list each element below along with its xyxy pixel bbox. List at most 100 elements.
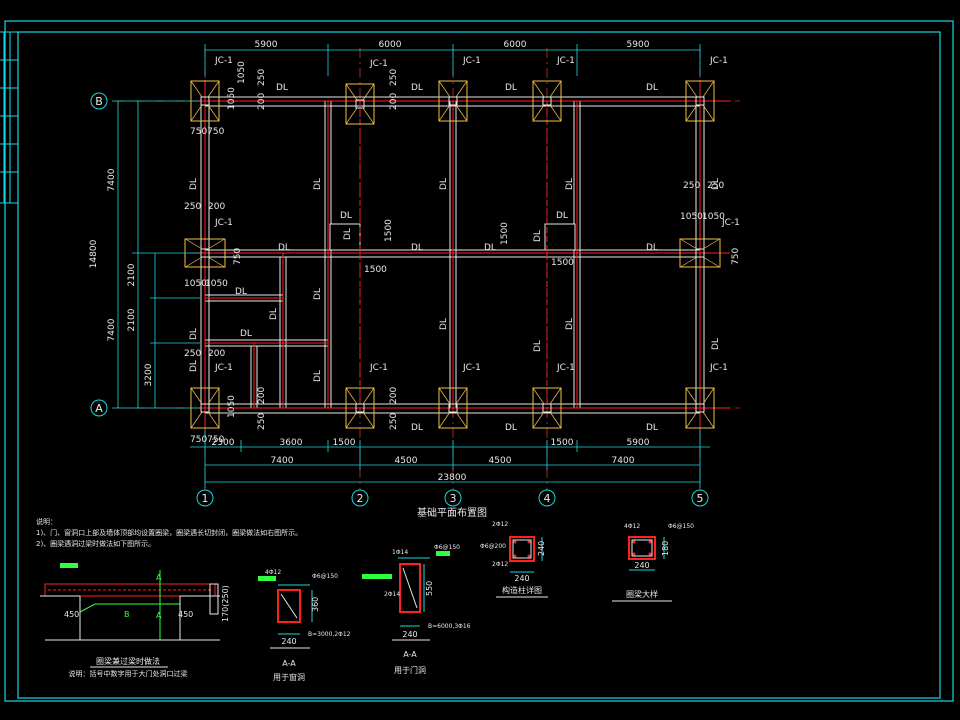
top-dim-4: 5900 <box>627 40 650 50</box>
dim-1050-g: 1050 <box>227 395 237 418</box>
lintel-mark-a2: A <box>156 611 162 620</box>
beam-label: DL <box>646 423 658 433</box>
left-title-strip <box>0 31 18 204</box>
left-dim-2: 7400 <box>107 318 117 341</box>
lintel-title: 圈梁兼过梁时做法 <box>96 656 160 666</box>
beam-label: DL <box>439 318 449 330</box>
beam-label: DL <box>533 340 543 352</box>
axis-label-A: A <box>95 402 103 415</box>
dim-1050-b: 1050 <box>205 279 228 289</box>
footing-label: JC-1 <box>709 363 728 373</box>
axis-bubbles-cols <box>196 489 709 507</box>
footing-jc1 <box>345 83 375 125</box>
beam-centerlines <box>190 80 730 430</box>
left-inner-2: 2100 <box>127 308 137 331</box>
footing-label: JC-1 <box>709 56 728 66</box>
inner-frame <box>17 31 941 699</box>
column-title: 构造柱详图 <box>502 585 542 595</box>
lintel-note: 说明：括号中数字用于大门处洞口过梁 <box>69 669 188 678</box>
beam-label: DL <box>340 211 352 221</box>
beam-label: DL <box>505 423 517 433</box>
column-rebar-3: 2Φ12 <box>492 561 508 568</box>
door-dim-240: 240 <box>402 630 417 639</box>
bottom-dim2-1: 7400 <box>271 456 294 466</box>
bottom-dim-3: 1500 <box>333 438 356 448</box>
door-rebar-3: 2Φ14 <box>384 591 400 598</box>
dim-1500-b: 1500 <box>551 258 574 268</box>
footing-jc1 <box>345 387 375 429</box>
bottom-total: 23800 <box>438 473 467 483</box>
door-rebar-1: 1Φ14 <box>392 549 408 556</box>
bottom-dim-4: 1500 <box>551 438 574 448</box>
dim-750750-a: 750750 <box>190 127 225 137</box>
detail-lintel: 450 450 170(250) A A B 圈梁兼过梁时做法 说明：括号中数字… <box>40 563 230 678</box>
beam-label: DL <box>565 178 575 190</box>
door-rebar-4: B=6000,3Φ16 <box>428 623 471 630</box>
detail-window: 4Φ12 Φ6@150 B=3000,2Φ12 240 360 A-A 用于窗洞 <box>258 569 351 682</box>
beam-label: DL <box>556 211 568 221</box>
bottom-dim2-2: 4500 <box>395 456 418 466</box>
beam-label: DL <box>646 83 658 93</box>
footing-jc1 <box>438 387 468 429</box>
beam-label: DL <box>411 243 423 253</box>
footing-jc1 <box>679 238 721 268</box>
notes-line1: 1)、门、窗洞口上部及墙体顶部均设置圈梁，圈梁遇长切封闭，圈梁做法如右图所示。 <box>36 528 302 537</box>
axis-label-1: 1 <box>202 492 209 505</box>
axis-label-3: 3 <box>450 492 457 505</box>
footing-jc1 <box>685 387 715 429</box>
dim-1050-c: 1050 <box>680 212 703 222</box>
footing-jc1 <box>685 80 715 122</box>
beam-label: DL <box>646 243 658 253</box>
bottom-dim2-3: 4500 <box>489 456 512 466</box>
footing-jc1 <box>532 80 562 122</box>
window-title: 用于窗洞 <box>273 672 305 682</box>
beam-label: DL <box>189 360 199 372</box>
beam-label: DL <box>313 288 323 300</box>
beam-label: DL <box>565 318 575 330</box>
window-rebar-3: B=3000,2Φ12 <box>308 631 351 638</box>
beam-label: DL <box>711 338 721 350</box>
door-dim-550: 550 <box>425 581 434 596</box>
dim-750750-b: 750750 <box>190 435 225 445</box>
column-dim-v: 240 <box>537 541 546 556</box>
footing-label: JC-1 <box>369 59 388 69</box>
left-inner-1: 2100 <box>127 263 137 286</box>
dim-1500-a: 1500 <box>364 265 387 275</box>
lintel-mark-a1: A <box>156 573 162 582</box>
bottom-dim2-4: 7400 <box>612 456 635 466</box>
top-dim-1: 5900 <box>255 40 278 50</box>
footing-label: JC-1 <box>721 218 740 228</box>
axis-bubble-A <box>90 399 108 417</box>
ringbeam-title: 圈梁大样 <box>626 589 658 599</box>
dim-250-d: 250 <box>707 181 724 191</box>
dim-250-e: 250 <box>257 69 267 86</box>
column-rebar-2: Φ6@200 <box>480 543 506 550</box>
window-dim-240: 240 <box>281 637 296 646</box>
column-dim-h: 240 <box>514 574 529 583</box>
beam-label: DL <box>313 370 323 382</box>
axis-label-4: 4 <box>544 492 551 505</box>
beam-label: DL <box>711 178 721 190</box>
footing-jc1 <box>532 387 562 429</box>
dim-200-a: 200 <box>208 202 225 212</box>
axis-label-2: 2 <box>357 492 364 505</box>
top-dim-2: 6000 <box>379 40 402 50</box>
window-rebar-2: Φ6@150 <box>312 573 338 580</box>
footings <box>184 80 721 429</box>
beam-label: DL <box>313 178 323 190</box>
dimension-lines <box>112 44 710 488</box>
beam-label: DL <box>276 83 288 93</box>
plan-texts: B A 1 2 3 4 5 5900 6000 6000 5900 2300 3… <box>89 40 741 519</box>
dim-200-b: 200 <box>208 349 225 359</box>
plan-title: 基础平面布置图 <box>417 506 487 519</box>
footing-label: JC-1 <box>214 56 233 66</box>
beam-label: DL <box>439 178 449 190</box>
beam-label: DL <box>343 228 353 240</box>
dim-750-a: 750 <box>233 248 243 265</box>
beam-label: DL <box>484 243 496 253</box>
beam-label: DL <box>505 83 517 93</box>
bottom-dim-5: 5900 <box>627 438 650 448</box>
dim-250-a: 250 <box>184 202 201 212</box>
detail-column: 2Φ12 Φ6@200 2Φ12 240 240 构造柱详图 <box>480 521 548 598</box>
